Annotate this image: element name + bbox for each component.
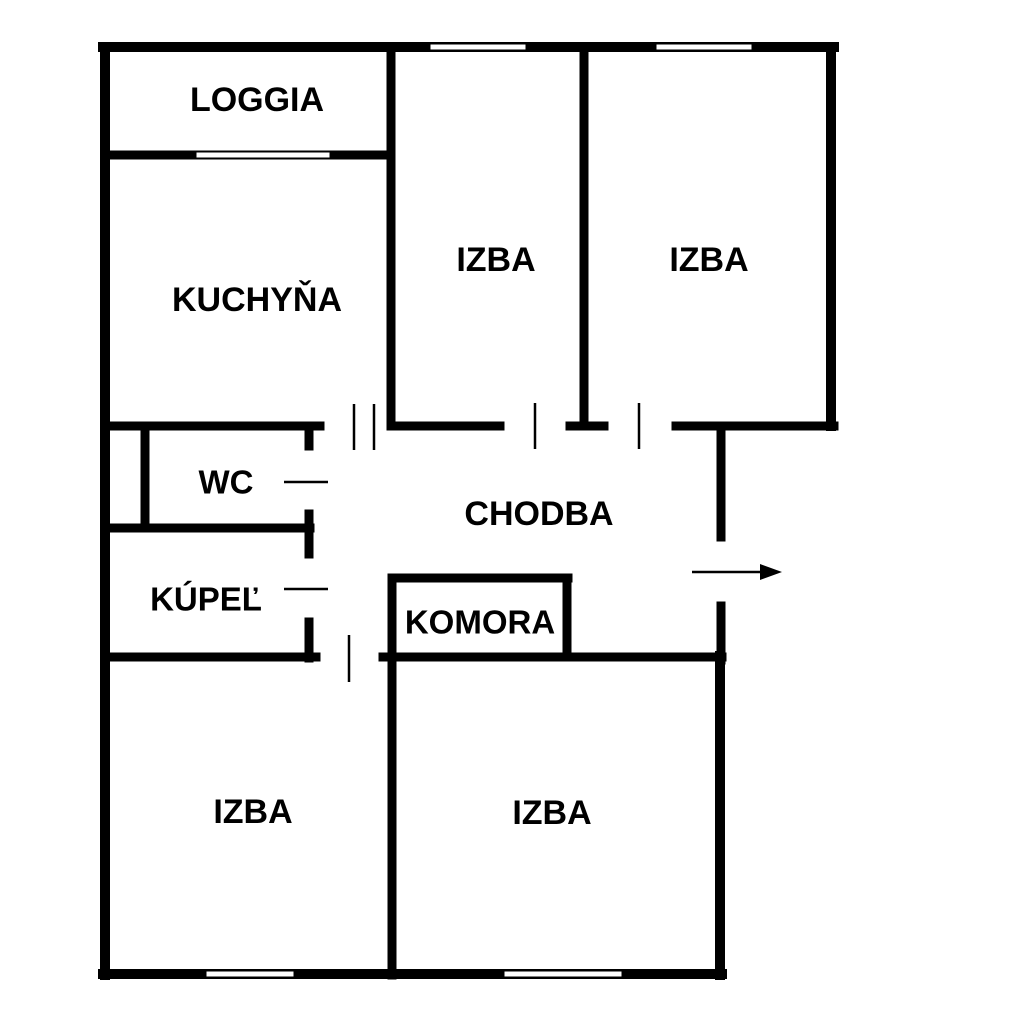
room-label-room-top-middle: IZBA	[456, 241, 535, 279]
windows-layer	[195, 43, 753, 978]
room-labels: LOGGIA KUCHYŇA IZBA IZBA WC CHODBA KÚPEĽ…	[150, 81, 749, 832]
window-room-right	[655, 43, 753, 51]
room-label-room-bottom-left: IZBA	[213, 793, 292, 831]
room-label-kitchen: KUCHYŇA	[172, 281, 342, 319]
room-label-loggia: LOGGIA	[190, 81, 324, 119]
room-label-room-bottom-right: IZBA	[512, 794, 591, 832]
window-room-bottom-left	[205, 970, 295, 978]
window-kitchen	[195, 151, 331, 159]
window-room-bottom-right	[503, 970, 623, 978]
entrance-arrow-icon	[692, 564, 782, 580]
room-label-wc: WC	[199, 464, 254, 501]
room-label-storage: KOMORA	[405, 604, 555, 641]
room-label-bathroom: KÚPEĽ	[150, 581, 262, 618]
room-label-hallway: CHODBA	[464, 495, 613, 533]
room-label-room-top-right: IZBA	[669, 241, 748, 279]
doors-layer	[284, 403, 641, 682]
window-room-middle	[429, 43, 527, 51]
